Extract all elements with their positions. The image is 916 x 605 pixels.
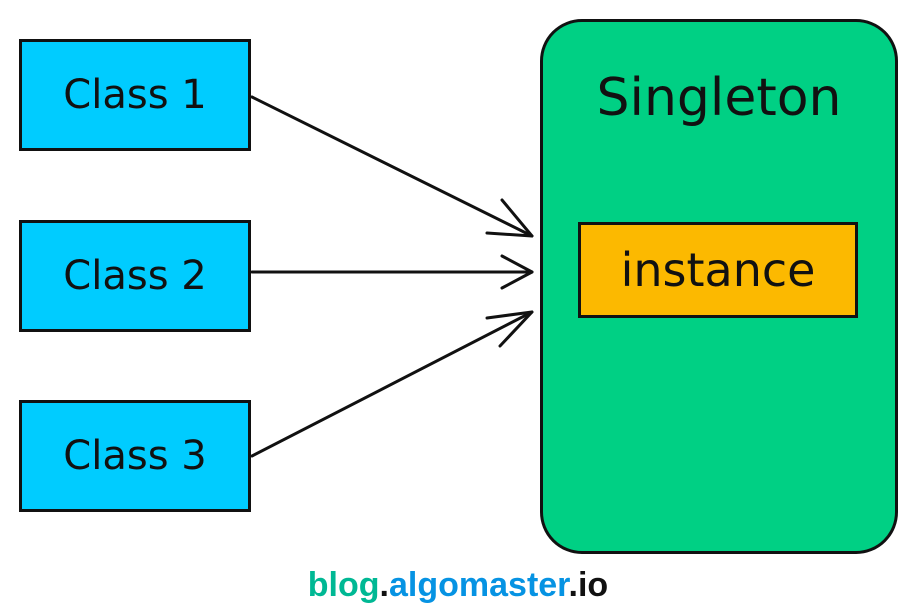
arrow-class-1-to-singleton	[250, 95, 534, 238]
class-3-box: Class 3	[19, 400, 251, 512]
instance-label: instance	[620, 243, 816, 297]
watermark-dot-1: .	[379, 566, 389, 604]
class-1-label: Class 1	[63, 72, 207, 118]
class-1-box: Class 1	[19, 39, 251, 151]
arrow-class-3-to-singleton	[250, 310, 534, 458]
watermark-logo: blog.algomaster.io	[0, 566, 916, 605]
class-2-label: Class 2	[63, 253, 207, 299]
singleton-title: Singleton	[596, 68, 842, 128]
watermark-algomaster: algomaster	[389, 566, 569, 604]
watermark-dot-2: .	[568, 566, 578, 604]
class-2-box: Class 2	[19, 220, 251, 332]
singleton-box: Singleton instance	[540, 19, 898, 554]
arrow-class-2-to-singleton	[250, 254, 534, 290]
instance-box: instance	[578, 222, 858, 318]
class-3-label: Class 3	[63, 433, 207, 479]
watermark-io: io	[577, 566, 609, 604]
watermark-blog: blog	[307, 566, 380, 604]
